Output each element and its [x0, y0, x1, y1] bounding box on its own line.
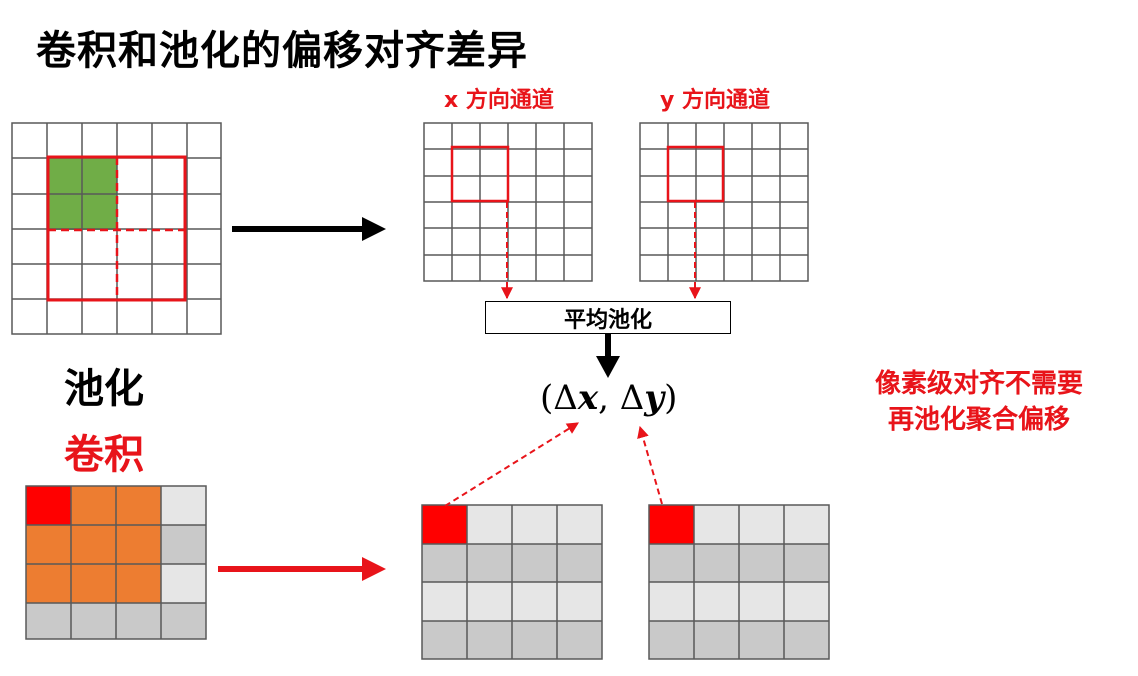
offset-close-paren: )	[664, 378, 678, 418]
offset-expression: (Δx, Δy)	[540, 378, 677, 418]
average-pooling-box: 平均池化	[485, 301, 731, 334]
offset-y-var: y	[644, 378, 665, 418]
x-channel-label: x 方向通道	[444, 88, 554, 113]
alignment-note-line-1: 像素级对齐不需要	[874, 369, 1083, 399]
grid-x-to-offset-dashed-arrow	[444, 422, 580, 507]
grid-y-to-offset-dashed-arrow	[637, 425, 663, 505]
pooling-side-label: 池化	[64, 366, 144, 412]
input-grid-pooling	[11, 122, 222, 335]
convolution-side-label: 卷积	[64, 432, 144, 478]
y-channel-grid	[639, 122, 809, 282]
offset-open-paren: (	[540, 378, 554, 418]
y-channel-label: y 方向通道	[660, 88, 771, 113]
input-grid-convolution	[25, 485, 207, 640]
offset-x-var: x	[577, 378, 599, 418]
alignment-note-line-2: 再池化聚合偏移	[887, 405, 1070, 435]
average-pooling-label: 平均池化	[563, 307, 652, 333]
alignment-note: 像素级对齐不需要 再池化聚合偏移	[848, 366, 1110, 438]
offset-delta-y-symbol: Δ	[619, 378, 645, 418]
offset-separator: ,	[598, 378, 620, 418]
offset-delta-x-symbol: Δ	[553, 378, 578, 418]
black-arrow-right	[232, 217, 386, 241]
offset-grid-x	[421, 504, 603, 660]
red-arrow-right	[218, 557, 386, 581]
black-arrow-down	[596, 334, 620, 378]
page-title: 卷积和池化的偏移对齐差异	[36, 28, 528, 74]
x-channel-grid	[423, 122, 593, 282]
offset-grid-y	[648, 504, 830, 660]
